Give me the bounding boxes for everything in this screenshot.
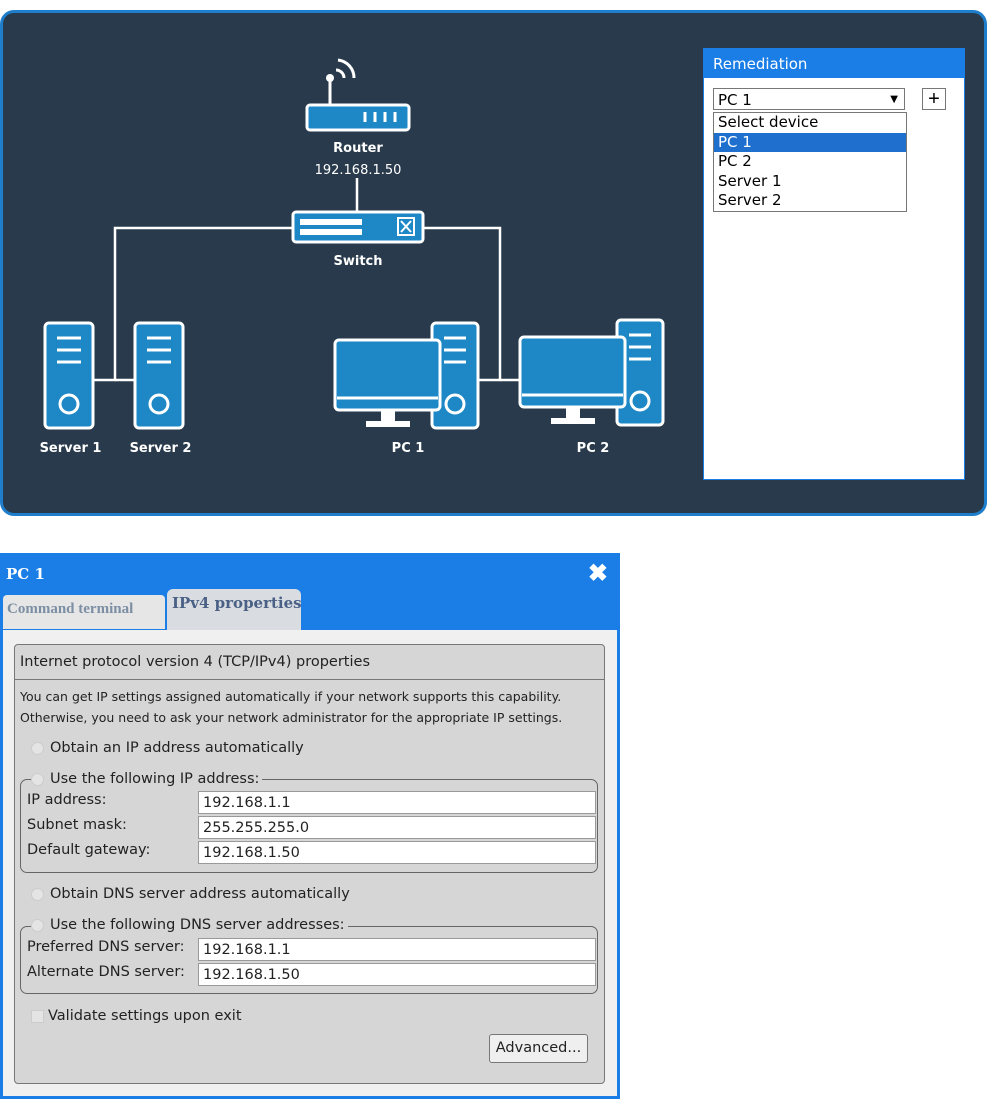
pc-1-icon bbox=[333, 321, 480, 430]
advanced-button[interactable]: Advanced... bbox=[489, 1034, 588, 1063]
option-server-2[interactable]: Server 2 bbox=[718, 191, 782, 210]
gateway-label: Default gateway: bbox=[27, 842, 151, 858]
tab-ipv4-properties[interactable]: IPv4 properties bbox=[167, 589, 302, 631]
device-dropdown-list: Select device PC 1 PC 2 Server 1 Server … bbox=[713, 112, 907, 212]
pc-2-icon bbox=[518, 318, 665, 427]
ip-address-input[interactable]: 192.168.1.1 bbox=[198, 791, 596, 814]
pc-2-label: PC 2 bbox=[576, 441, 610, 456]
ip-fieldset: IP address: 192.168.1.1 Subnet mask: 255… bbox=[20, 779, 598, 873]
use-dns-radio[interactable]: Use the following DNS server addresses: bbox=[31, 917, 348, 933]
description-line-2: Otherwise, you need to ask your network … bbox=[20, 710, 563, 725]
obtain-ip-auto-label: Obtain an IP address automatically bbox=[50, 740, 304, 756]
option-pc-2[interactable]: PC 2 bbox=[718, 152, 752, 171]
description-line-1: You can get IP settings assigned automat… bbox=[20, 689, 562, 704]
pc-1-dialog: PC 1 ✖ Command terminal IPv4 properties … bbox=[0, 553, 620, 1099]
alternate-dns-input[interactable]: 192.168.1.50 bbox=[198, 963, 596, 986]
network-links bbox=[93, 178, 520, 382]
use-ip-label: Use the following IP address: bbox=[50, 771, 260, 787]
validate-checkbox[interactable]: Validate settings upon exit bbox=[31, 1008, 242, 1024]
validate-label: Validate settings upon exit bbox=[48, 1008, 242, 1024]
ip-label: IP address: bbox=[27, 792, 107, 808]
device-select-value: PC 1 bbox=[718, 91, 752, 109]
server-1-label: Server 1 bbox=[39, 441, 102, 456]
obtain-dns-auto-label: Obtain DNS server address automatically bbox=[50, 886, 350, 902]
router-ip: 192.168.1.50 bbox=[314, 163, 402, 178]
router-icon bbox=[305, 58, 411, 132]
router-label: Router bbox=[333, 141, 383, 156]
add-button[interactable]: + bbox=[922, 88, 946, 110]
tab-content: Internet protocol version 4 (TCP/IPv4) p… bbox=[3, 630, 617, 1096]
switch-icon bbox=[291, 210, 425, 244]
option-pc-1[interactable]: PC 1 bbox=[714, 132, 906, 153]
topology-diagram bbox=[43, 58, 665, 430]
preferred-dns-input[interactable]: 192.168.1.1 bbox=[198, 938, 596, 961]
server-2-label: Server 2 bbox=[129, 441, 192, 456]
subnet-mask-input[interactable]: 255.255.255.0 bbox=[198, 816, 596, 839]
device-select[interactable]: PC 1 ▼ bbox=[713, 88, 905, 110]
remediation-title: Remediation bbox=[704, 49, 964, 78]
remediation-panel: Remediation PC 1 ▼ Select device PC 1 PC … bbox=[703, 48, 965, 480]
option-select-device[interactable]: Select device bbox=[718, 113, 819, 131]
dialog-title: PC 1 bbox=[6, 565, 45, 583]
section-title: Internet protocol version 4 (TCP/IPv4) p… bbox=[15, 645, 604, 680]
server-1-icon bbox=[43, 321, 95, 430]
use-dns-label: Use the following DNS server addresses: bbox=[50, 917, 345, 933]
server-2-icon bbox=[133, 321, 185, 430]
alternate-dns-label: Alternate DNS server: bbox=[27, 964, 185, 980]
preferred-dns-label: Preferred DNS server: bbox=[27, 939, 185, 955]
pc-1-label: PC 1 bbox=[391, 441, 425, 456]
option-server-1[interactable]: Server 1 bbox=[718, 171, 782, 190]
default-gateway-input[interactable]: 192.168.1.50 bbox=[198, 841, 596, 864]
close-icon[interactable]: ✖ bbox=[587, 560, 608, 587]
dns-fieldset: Preferred DNS server: 192.168.1.1 Altern… bbox=[20, 926, 598, 994]
use-ip-radio[interactable]: Use the following IP address: bbox=[31, 771, 263, 787]
ipv4-properties-box: Internet protocol version 4 (TCP/IPv4) p… bbox=[14, 644, 605, 1084]
obtain-ip-auto-radio[interactable]: Obtain an IP address automatically bbox=[31, 740, 304, 756]
switch-label: Switch bbox=[333, 254, 383, 269]
mask-label: Subnet mask: bbox=[27, 817, 127, 833]
obtain-dns-auto-radio[interactable]: Obtain DNS server address automatically bbox=[31, 886, 350, 902]
chevron-down-icon: ▼ bbox=[890, 94, 898, 105]
tab-command-terminal[interactable]: Command terminal bbox=[3, 595, 165, 629]
